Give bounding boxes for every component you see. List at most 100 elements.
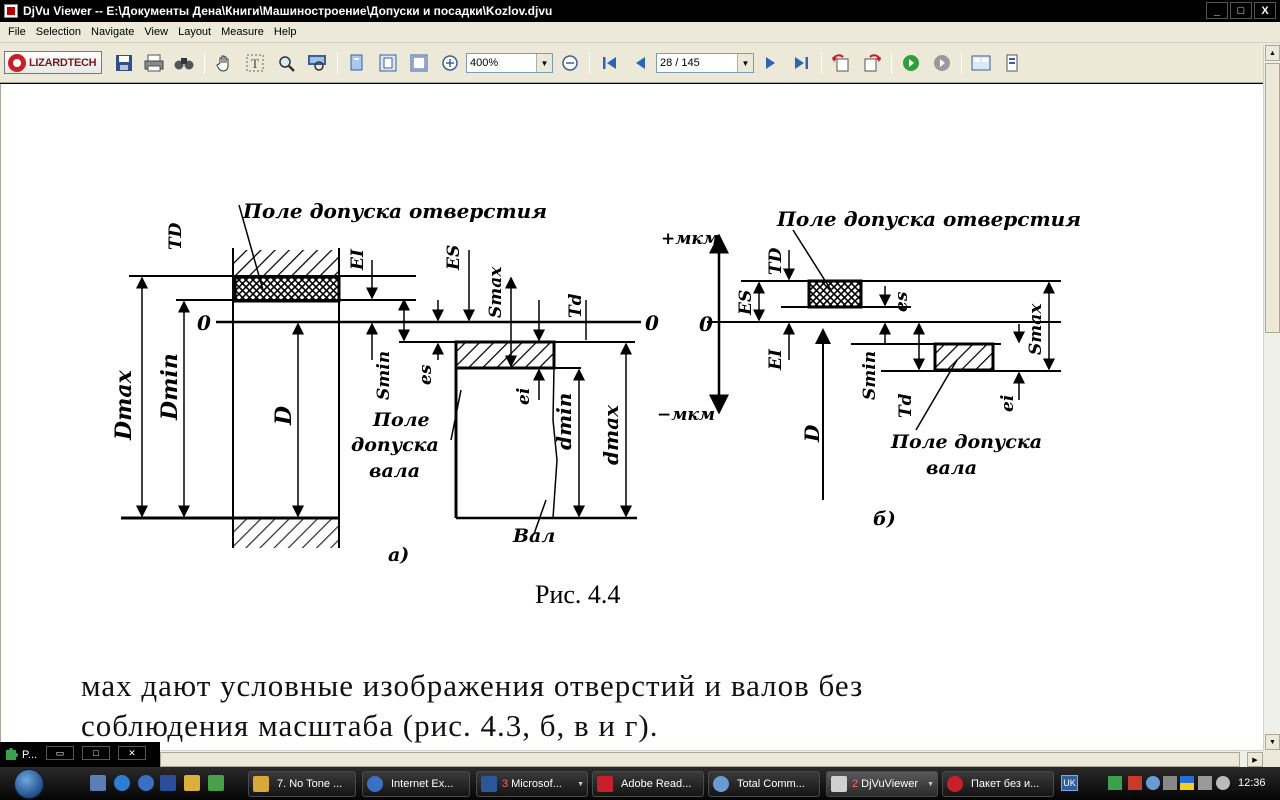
next-page-icon[interactable] xyxy=(759,52,783,74)
volume-icon[interactable] xyxy=(1216,776,1230,790)
total-commander-icon xyxy=(713,776,729,792)
menu-selection[interactable]: Selection xyxy=(35,26,81,38)
first-page-icon[interactable] xyxy=(597,52,621,74)
browser-quicklaunch-icon[interactable] xyxy=(138,775,154,791)
zero-label-right: 0 xyxy=(645,311,659,335)
vertical-scroll-thumb[interactable] xyxy=(1265,63,1280,333)
display-tray-icon[interactable] xyxy=(1198,776,1212,790)
lizardtech-logo-text: LIZARDTECH xyxy=(29,56,97,69)
menu-help[interactable]: Help xyxy=(273,26,297,38)
text-select-icon[interactable]: T xyxy=(243,52,267,74)
tool-quicklaunch-icon[interactable] xyxy=(184,775,200,791)
minimized-window-title: P... xyxy=(22,748,38,761)
minimize-button[interactable]: _ xyxy=(1206,2,1228,19)
document-view[interactable]: Поле допуска отверстия TD EI ES Smax Td … xyxy=(0,84,1263,750)
lizardtech-logo[interactable]: LIZARDTECH xyxy=(4,51,102,74)
last-page-icon[interactable] xyxy=(790,52,814,74)
scroll-down-icon[interactable]: ▼ xyxy=(1265,734,1280,750)
zoom-in-icon[interactable] xyxy=(438,52,462,74)
figure-caption: Рис. 4.4 xyxy=(535,580,621,609)
continuous-page-icon[interactable] xyxy=(345,52,369,74)
task-label: Adobe Read... xyxy=(621,778,692,790)
shaft-label: Вал xyxy=(512,525,555,547)
es-upper-label-b: ES xyxy=(736,290,756,316)
save-quicklaunch-icon[interactable] xyxy=(160,775,176,791)
menu-file[interactable]: File xyxy=(8,26,26,38)
title-bar: DjVu Viewer -- E:\Документы Дена\Книги\М… xyxy=(0,0,1280,22)
network-tray-icon[interactable] xyxy=(1146,776,1160,790)
smin-label-a: Smin xyxy=(374,351,394,400)
page-dropdown-arrow-icon[interactable]: ▼ xyxy=(737,54,753,72)
maximize-button[interactable]: □ xyxy=(1230,2,1252,19)
fit-width-icon[interactable] xyxy=(407,52,431,74)
task-total-commander[interactable]: Total Comm... xyxy=(708,771,820,797)
menu-view[interactable]: View xyxy=(144,26,169,38)
shaft-field-label-b-line1: Поле допуска xyxy=(890,431,1042,453)
task-djvuviewer[interactable]: 2 DjVuViewer ▼ xyxy=(826,771,938,797)
shaft-field-label-a-line2: допуска xyxy=(351,434,439,456)
app-tray-icon[interactable] xyxy=(1163,776,1177,790)
scroll-up-icon[interactable]: ▲ xyxy=(1265,45,1280,61)
page-combobox[interactable]: 28 / 145 ▼ xyxy=(656,53,754,73)
window-title: DjVu Viewer -- E:\Документы Дена\Книги\М… xyxy=(23,4,553,18)
zoom-select-icon[interactable] xyxy=(274,52,298,74)
close-button[interactable]: X xyxy=(1254,2,1276,19)
go-forward-green-icon[interactable] xyxy=(899,52,923,74)
mini-restore-button[interactable]: ▭ xyxy=(46,746,74,760)
task-label: Total Comm... xyxy=(737,778,805,790)
start-button[interactable] xyxy=(14,769,44,799)
smax-label-b: Smax xyxy=(1026,303,1046,355)
menu-navigate[interactable]: Navigate xyxy=(91,26,135,38)
vertical-scrollbar[interactable]: ▲ ▼ xyxy=(1263,45,1280,750)
hand-tool-icon[interactable] xyxy=(212,52,236,74)
d-label-a: D xyxy=(271,406,297,426)
ukraine-flag-icon[interactable] xyxy=(1180,776,1194,790)
task-microsoft[interactable]: 3 Microsof... ▼ xyxy=(476,771,588,797)
internet-explorer-icon[interactable] xyxy=(114,775,130,791)
menu-bar: File Selection Navigate View Layout Meas… xyxy=(0,22,1280,43)
zoom-region-icon[interactable] xyxy=(305,52,329,74)
zoom-out-icon[interactable] xyxy=(558,52,582,74)
thumbnails-icon[interactable] xyxy=(969,52,993,74)
page-properties-icon[interactable] xyxy=(1000,52,1024,74)
menu-measure[interactable]: Measure xyxy=(221,26,264,38)
group-dropdown-icon[interactable]: ▼ xyxy=(577,780,584,788)
zoom-dropdown-arrow-icon[interactable]: ▼ xyxy=(536,54,552,72)
back-history-icon[interactable] xyxy=(829,52,853,74)
find-binoculars-icon[interactable] xyxy=(172,52,196,74)
puzzle-quicklaunch-icon[interactable] xyxy=(208,775,224,791)
go-next-gray-icon[interactable] xyxy=(930,52,954,74)
horizontal-scrollbar[interactable]: ▶ xyxy=(160,750,1263,767)
task-no-tone[interactable]: 7. No Tone ... xyxy=(248,771,356,797)
previous-page-icon[interactable] xyxy=(628,52,652,74)
horizontal-scroll-thumb[interactable] xyxy=(160,752,1240,767)
red-tray-icon[interactable] xyxy=(1128,776,1142,790)
clock[interactable]: 12:36 xyxy=(1238,777,1266,789)
task-adobe-reader[interactable]: Adobe Read... xyxy=(592,771,704,797)
menu-layout[interactable]: Layout xyxy=(178,26,212,38)
opera-app-icon xyxy=(947,776,963,792)
group-dropdown-icon[interactable]: ▼ xyxy=(927,780,934,788)
zoom-combobox[interactable]: 400% ▼ xyxy=(466,53,553,73)
smin-label-b: Smin xyxy=(860,351,880,400)
zero-label-left: 0 xyxy=(197,311,211,335)
es-label-a: es xyxy=(416,364,436,385)
forward-history-icon[interactable] xyxy=(860,52,884,74)
print-icon[interactable] xyxy=(142,52,166,74)
save-icon[interactable] xyxy=(112,52,136,74)
lizardtech-logo-icon xyxy=(8,53,26,72)
minimized-window[interactable]: P... ▭ □ ✕ xyxy=(0,742,160,767)
show-desktop-icon[interactable] xyxy=(90,775,106,791)
puzzle-tray-icon[interactable] xyxy=(1108,776,1122,790)
mini-close-button[interactable]: ✕ xyxy=(118,746,146,760)
task-package[interactable]: Пакет без и... xyxy=(942,771,1054,797)
mini-maximize-button[interactable]: □ xyxy=(82,746,110,760)
language-indicator[interactable]: UK xyxy=(1061,775,1078,791)
task-internet-explorer[interactable]: Internet Ex... xyxy=(362,771,470,797)
scroll-right-icon[interactable]: ▶ xyxy=(1247,752,1263,767)
fit-page-icon[interactable] xyxy=(376,52,400,74)
task-label: 7. No Tone ... xyxy=(277,778,343,790)
ei-lower-label-a: ei xyxy=(514,388,534,405)
scrollbar-corner xyxy=(1263,750,1280,767)
page-value: 28 / 145 xyxy=(660,57,700,69)
